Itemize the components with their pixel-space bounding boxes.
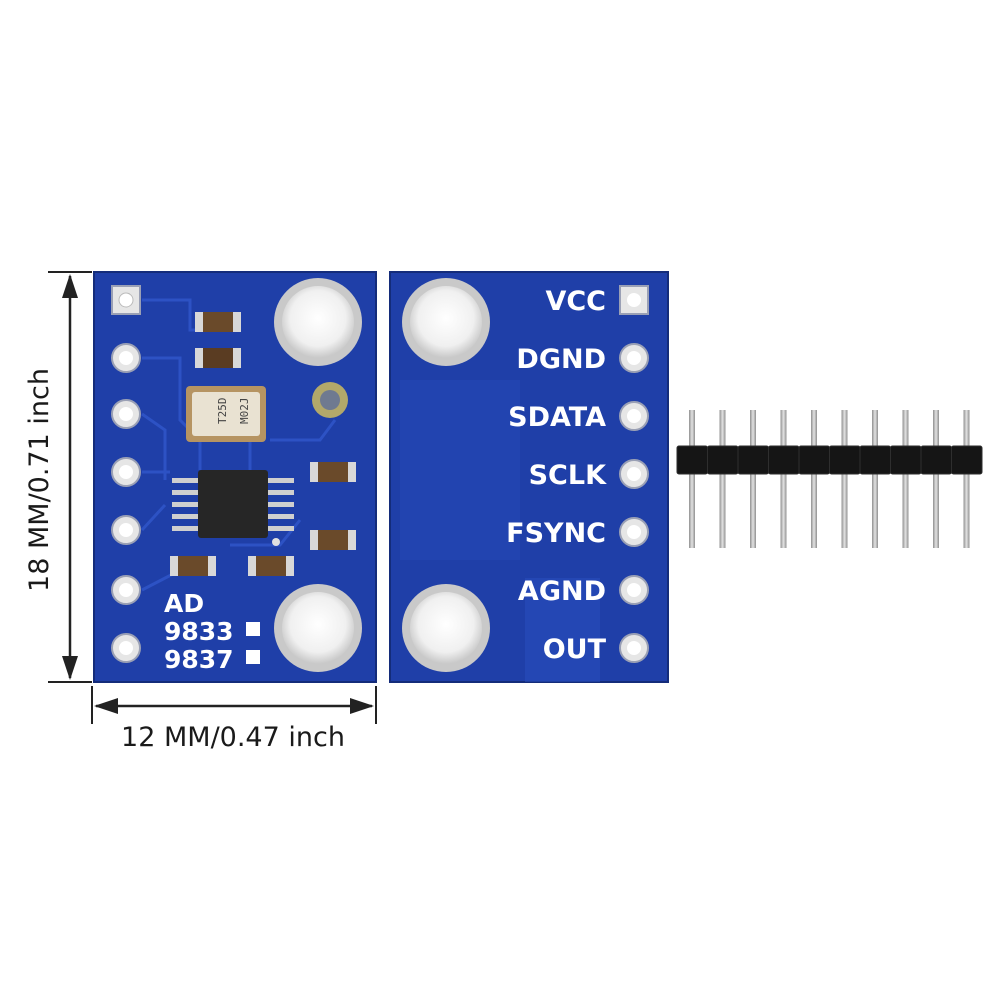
- header-plastic-segment: [890, 445, 922, 475]
- height-dimension: 18 MM/0.71 inch: [24, 271, 92, 683]
- back-mounting-holes: [402, 278, 490, 672]
- header-plastic-segment: [676, 445, 708, 475]
- pin-label-vcc: VCC: [545, 286, 606, 317]
- chip-label-ad: AD: [164, 589, 204, 618]
- header-pin: [780, 410, 787, 548]
- pin-label-sdata: SDATA: [508, 402, 606, 433]
- crystal-text-1: T25D: [216, 398, 229, 425]
- pin-label-sclk: SCLK: [529, 460, 607, 491]
- front-pin-pads: [111, 285, 141, 663]
- header-plastic-segment: [798, 445, 830, 475]
- header-pin: [750, 410, 756, 548]
- header-plastic-segment: [859, 445, 891, 475]
- height-label: 18 MM/0.71 inch: [24, 368, 55, 592]
- header-pin: [872, 410, 878, 548]
- chip-label-9833: 9833: [164, 617, 234, 646]
- crystal-text-2: M02J: [238, 398, 251, 425]
- board-back: VCC DGND SDATA SCLK FSYNC AGND OUT: [389, 271, 669, 683]
- header-plastic-segment: [737, 445, 769, 475]
- pin-label-agnd: AGND: [518, 576, 606, 607]
- header-plastic-segment: [768, 445, 800, 475]
- header-plastic-segment: [920, 445, 952, 475]
- front-mounting-holes: [274, 278, 362, 672]
- ic-chip: [172, 470, 294, 546]
- smd-resistors: [170, 312, 356, 576]
- header-pin: [902, 410, 909, 548]
- pin-header: [676, 410, 983, 548]
- width-dimension: 12 MM/0.47 inch: [91, 686, 377, 753]
- front-silkscreen: AD 9833 9837: [164, 589, 260, 674]
- width-label: 12 MM/0.47 inch: [121, 722, 345, 753]
- header-pin: [811, 410, 817, 548]
- header-pin: [841, 410, 848, 548]
- header-plastic-segment: [707, 445, 739, 475]
- header-pin: [963, 410, 970, 548]
- back-pin-labels: VCC DGND SDATA SCLK FSYNC AGND OUT: [506, 286, 607, 665]
- pin-label-dgnd: DGND: [516, 344, 606, 375]
- pin-label-out: OUT: [543, 634, 607, 665]
- header-pin: [689, 410, 695, 548]
- header-plastic-segment: [829, 445, 861, 475]
- chip-label-9837: 9837: [164, 645, 234, 674]
- header-pin: [933, 410, 939, 548]
- back-pin-pads: [619, 285, 649, 663]
- header-pin: [719, 410, 726, 548]
- crystal-oscillator: T25D M02J: [186, 386, 266, 442]
- board-front: T25D M02J AD 9833 9837: [93, 271, 377, 683]
- header-plastic-segment: [951, 445, 983, 475]
- pin-label-fsync: FSYNC: [506, 518, 606, 549]
